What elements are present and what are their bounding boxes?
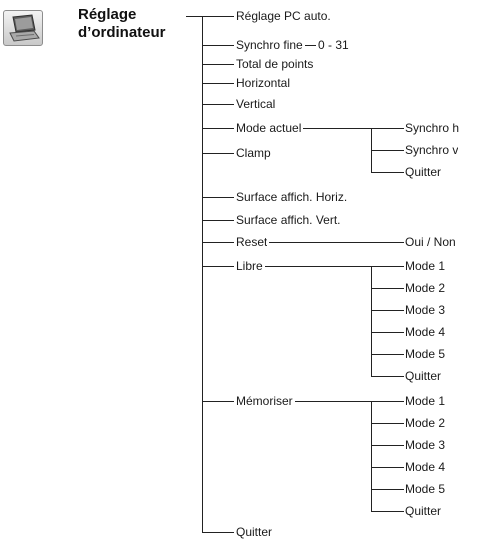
menu-item-12-label: Quitter <box>236 525 273 539</box>
menu-item-9-label: Reset <box>236 235 268 249</box>
menu-item-10-sub-3-label: Mode 4 <box>405 325 446 339</box>
menu-item-11-sub-2-connector <box>371 445 404 446</box>
page-title: Réglage d’ordinateur <box>78 6 166 42</box>
menu-item-9-connector <box>202 242 234 243</box>
menu-item-5-sub-1-label: Synchro v <box>405 143 459 157</box>
menu-item-10-sub-5-connector <box>371 376 404 377</box>
menu-item-5-sub-0-label: Synchro h <box>405 121 460 135</box>
menu-item-7-connector <box>202 197 234 198</box>
menu-item-10-sub-trunk <box>371 266 372 377</box>
menu-item-5-sub-2-label: Quitter <box>405 165 442 179</box>
menu-item-5-sub-0-connector <box>371 128 404 129</box>
menu-item-5-sub-1-connector <box>371 150 404 151</box>
menu-item-9-value-connector <box>269 242 404 243</box>
main-trunk-line <box>202 16 203 533</box>
title-line-2: d’ordinateur <box>78 24 166 41</box>
menu-item-1-label: Synchro fine <box>236 38 303 52</box>
menu-item-1-value-connector <box>304 45 316 46</box>
trunk-top-stub <box>186 16 202 17</box>
menu-item-10-sub-2-connector <box>371 310 404 311</box>
menu-item-3-connector <box>202 83 234 84</box>
menu-item-8-connector <box>202 220 234 221</box>
menu-item-10-sub-1-connector <box>371 288 404 289</box>
menu-item-5-connector <box>202 128 234 129</box>
menu-item-10-sub-0-label: Mode 1 <box>405 259 446 273</box>
menu-item-6-connector <box>202 153 234 154</box>
menu-item-11-sub-trunk <box>371 401 372 512</box>
menu-item-7-label: Surface affich. Horiz. <box>236 190 348 204</box>
title-line-1: Réglage <box>78 6 137 23</box>
menu-item-11-sub-3-label: Mode 4 <box>405 460 446 474</box>
menu-item-5-label: Mode actuel <box>236 121 302 135</box>
menu-item-5-branch-connector <box>303 128 372 129</box>
menu-item-10-sub-3-connector <box>371 332 404 333</box>
menu-item-10-sub-4-connector <box>371 354 404 355</box>
menu-item-10-sub-2-label: Mode 3 <box>405 303 446 317</box>
menu-item-10-sub-4-label: Mode 5 <box>405 347 446 361</box>
menu-item-12-connector <box>202 532 234 533</box>
menu-item-10-branch-connector <box>264 266 372 267</box>
menu-item-3-label: Horizontal <box>236 76 291 90</box>
menu-item-2-connector <box>202 64 234 65</box>
menu-item-11-sub-0-label: Mode 1 <box>405 394 446 408</box>
menu-item-11-sub-0-connector <box>371 401 404 402</box>
menu-item-11-branch-connector <box>294 401 372 402</box>
menu-item-4-label: Vertical <box>236 97 276 111</box>
menu-item-10-sub-1-label: Mode 2 <box>405 281 446 295</box>
laptop-icon <box>3 10 43 46</box>
menu-item-5-sub-2-connector <box>371 172 404 173</box>
menu-item-8-label: Surface affich. Vert. <box>236 213 341 227</box>
menu-item-11-sub-3-connector <box>371 467 404 468</box>
menu-item-11-label: Mémoriser <box>236 394 293 408</box>
menu-item-11-sub-4-label: Mode 5 <box>405 482 446 496</box>
menu-item-11-sub-1-connector <box>371 423 404 424</box>
menu-item-11-sub-2-label: Mode 3 <box>405 438 446 452</box>
laptop-icon-graphic <box>9 14 40 42</box>
menu-item-11-sub-5-label: Quitter <box>405 504 442 518</box>
menu-item-11-sub-1-label: Mode 2 <box>405 416 446 430</box>
menu-item-10-sub-5-label: Quitter <box>405 369 442 383</box>
menu-item-0-connector <box>202 16 234 17</box>
menu-item-1-value: 0 - 31 <box>318 38 349 52</box>
menu-item-1-connector <box>202 45 234 46</box>
menu-item-9-value: Oui / Non <box>405 235 456 249</box>
menu-item-11-connector <box>202 401 234 402</box>
menu-item-11-sub-5-connector <box>371 511 404 512</box>
menu-item-6-label: Clamp <box>236 146 271 160</box>
menu-item-10-connector <box>202 266 234 267</box>
menu-item-4-connector <box>202 104 234 105</box>
menu-item-10-sub-0-connector <box>371 266 404 267</box>
menu-item-2-label: Total de points <box>236 57 314 71</box>
menu-item-11-sub-4-connector <box>371 489 404 490</box>
menu-item-10-label: Libre <box>236 259 263 273</box>
menu-item-0-label: Réglage PC auto. <box>236 9 331 23</box>
